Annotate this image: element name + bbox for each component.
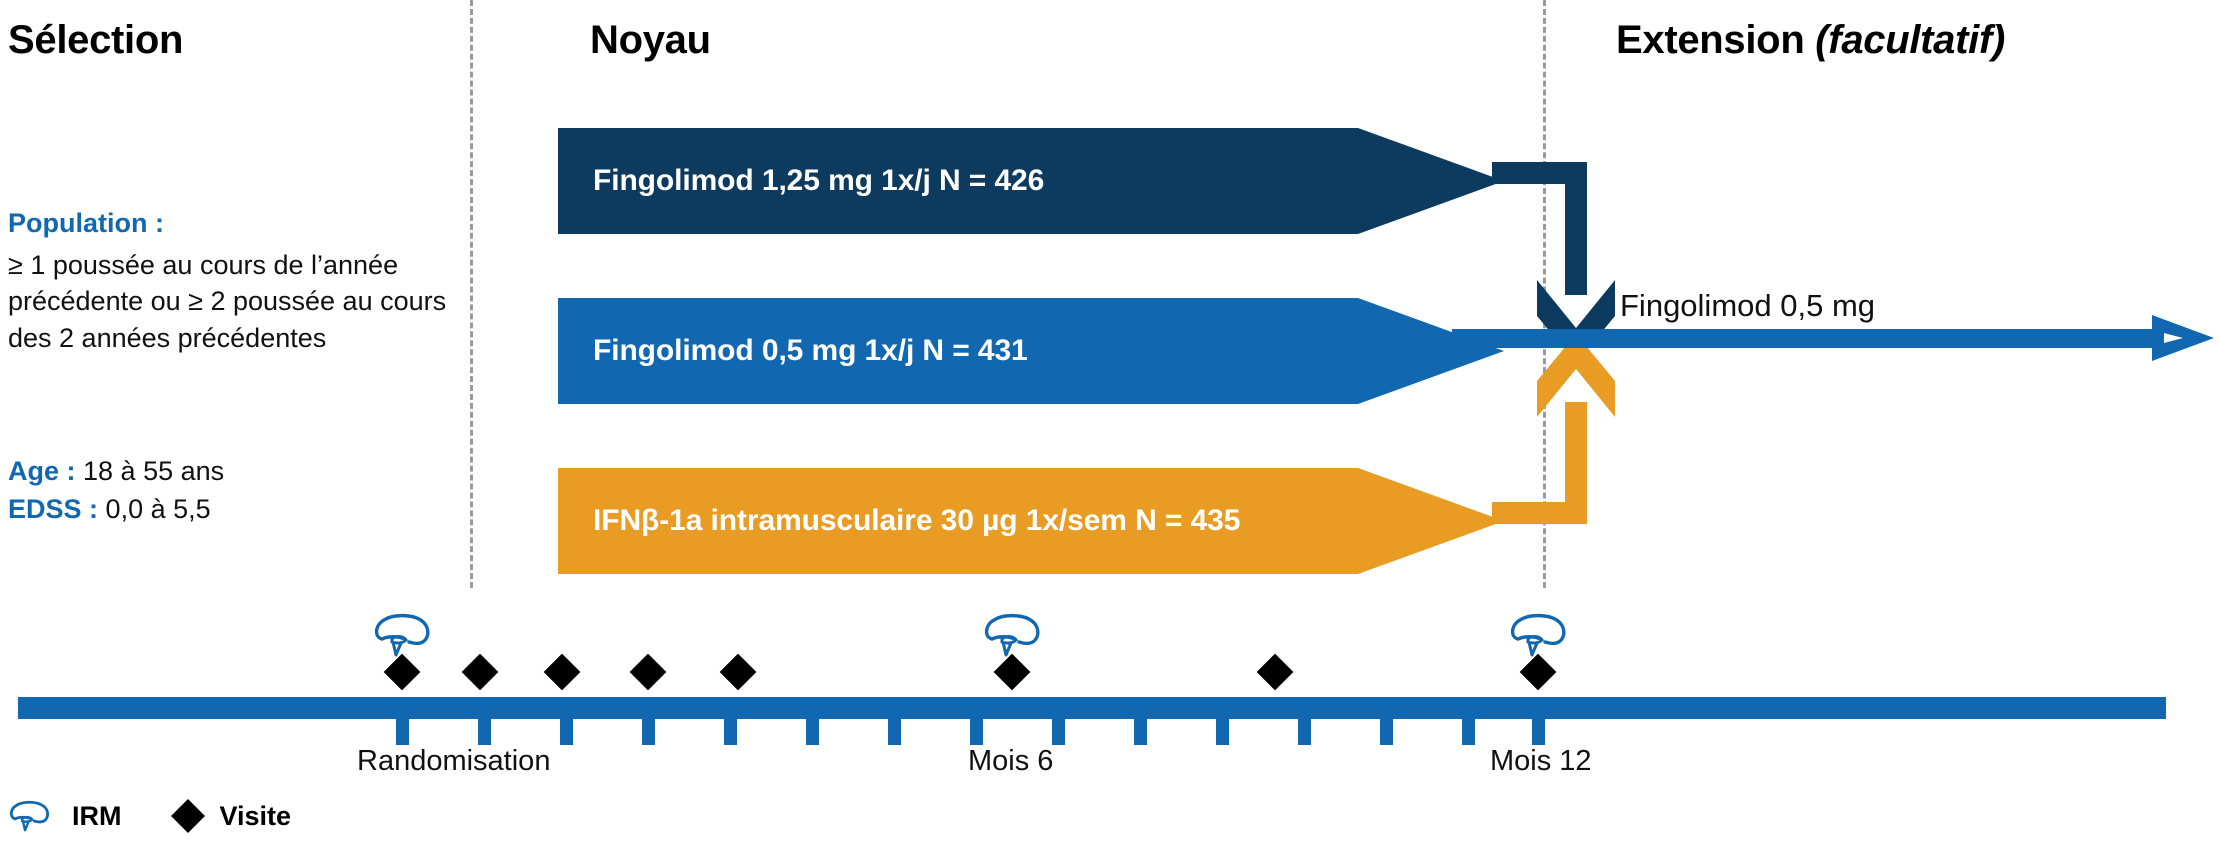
visit-marker <box>383 653 421 691</box>
arm-shape-fingolimod-05 <box>558 298 1504 404</box>
timeline-bar <box>18 697 2166 719</box>
timeline-tick <box>806 719 819 745</box>
legend-label-irm: IRM <box>72 800 122 831</box>
arm-label-ifn-beta-1a: IFNβ-1a intramusculaire 30 µg 1x/sem N =… <box>593 504 1241 537</box>
timeline-tick <box>1216 719 1229 745</box>
phase-divider-selection-noyau <box>470 0 473 588</box>
timeline-tick <box>1462 719 1475 745</box>
mri-icon <box>1510 613 1566 657</box>
criteria-key-age: Age : <box>8 456 76 486</box>
brain-icon <box>9 800 49 832</box>
criteria-value-age: 18 à 55 ans <box>83 456 225 486</box>
timeline-tick <box>1380 719 1393 745</box>
visit-marker <box>1256 653 1294 691</box>
timeline-caption-mois-6: Mois 6 <box>968 745 1054 777</box>
orange-up-connector <box>1492 334 1615 524</box>
timeline-tick <box>888 719 901 745</box>
timeline-tick <box>970 719 983 745</box>
timeline-tick <box>1298 719 1311 745</box>
visit-marker <box>1519 653 1557 691</box>
timeline-tick <box>478 719 491 745</box>
criteria-row-edss: EDSS : 0,0 à 5,5 <box>8 490 224 528</box>
phase-title-noyau-text: Noyau <box>590 18 711 62</box>
timeline-tick <box>1134 719 1147 745</box>
mri-icon <box>374 613 430 657</box>
population-body: ≥ 1 poussée au cours de l’année précéden… <box>8 250 447 353</box>
visit-marker <box>993 653 1031 691</box>
criteria-value-edss: 0,0 à 5,5 <box>105 494 211 525</box>
visit-marker <box>719 653 757 691</box>
timeline-tick <box>642 719 655 745</box>
treatment-arm-fingolimod-125: Fingolimod 1,25 mg 1x/j N = 426 <box>558 128 1504 234</box>
phase-title-extension-optional: (facultatif) <box>1815 18 2006 62</box>
treatment-arm-ifn-beta-1a: IFNβ-1a intramusculaire 30 µg 1x/sem N =… <box>558 468 1504 574</box>
population-block: Population : ≥ 1 poussée au cours de l’a… <box>8 208 458 356</box>
phase-title-selection: Sélection <box>8 18 183 63</box>
visit-marker <box>543 653 581 691</box>
treatment-arm-fingolimod-05: Fingolimod 0,5 mg 1x/j N = 431 <box>558 298 1504 404</box>
timeline-tick <box>560 719 573 745</box>
arm-label-fingolimod-125: Fingolimod 1,25 mg 1x/j N = 426 <box>593 164 1045 197</box>
visit-marker <box>629 653 667 691</box>
mri-icon <box>984 613 1040 657</box>
legend-label-visite: Visite <box>219 800 292 831</box>
timeline-tick <box>724 719 737 745</box>
visit-marker <box>461 653 499 691</box>
phase-title-extension-text: Extension <box>1616 18 1816 62</box>
phase-title-selection-text: Sélection <box>8 18 184 62</box>
population-heading: Population : <box>8 208 164 238</box>
arm-shape-ifn-beta-1a <box>558 468 1504 574</box>
arm-shape-fingolimod-125 <box>558 128 1504 234</box>
extension-arrow <box>1452 315 2214 361</box>
legend: IRM Visite <box>8 799 292 833</box>
diamond-icon <box>170 799 205 833</box>
timeline-caption-mois-12: Mois 12 <box>1490 745 1592 777</box>
criteria-row-age: Age : 18 à 55 ans <box>8 452 224 490</box>
timeline-caption-randomisation: Randomisation <box>357 745 551 777</box>
timeline-tick <box>1532 719 1545 745</box>
criteria-block: Age : 18 à 55 ans EDSS : 0,0 à 5,5 <box>8 452 224 529</box>
phase-title-noyau: Noyau <box>590 18 711 63</box>
timeline-tick <box>396 719 409 745</box>
arm-label-fingolimod-05: Fingolimod 0,5 mg 1x/j N = 431 <box>593 334 1028 367</box>
extension-label: Fingolimod 0,5 mg <box>1620 288 1876 323</box>
criteria-key-edss: EDSS : <box>8 494 99 525</box>
timeline-tick <box>1052 719 1065 745</box>
phase-title-extension: Extension (facultatif) <box>1616 18 2005 63</box>
